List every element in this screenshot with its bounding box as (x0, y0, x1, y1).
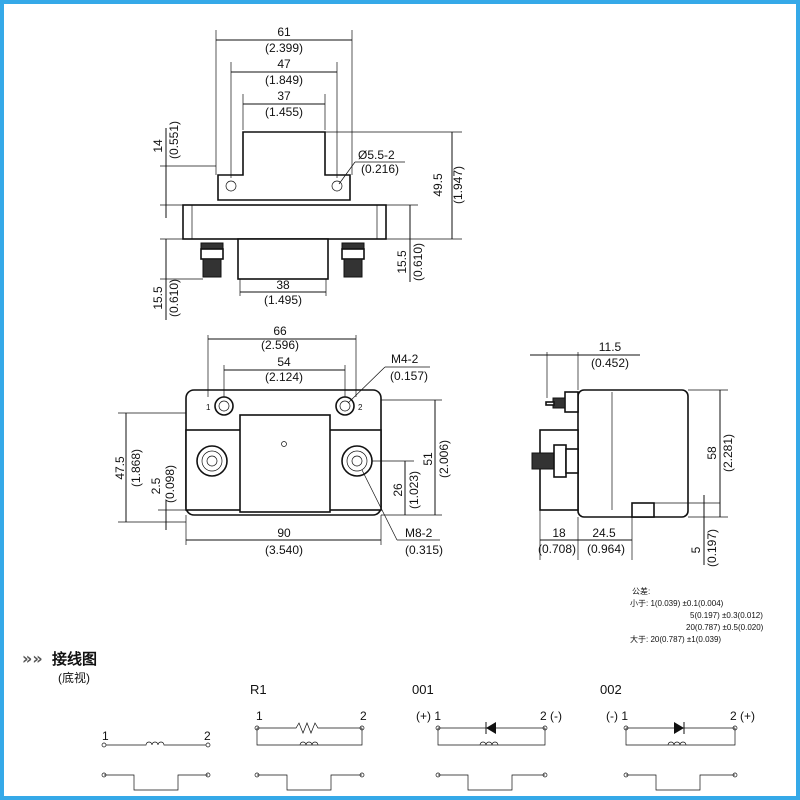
dim-18-in: (0.708) (538, 542, 576, 556)
dim-24-5-in: (0.964) (587, 542, 625, 556)
dim-66: 66 (273, 324, 287, 338)
dim-11-5: 11.5 (599, 340, 622, 354)
side-m8-nut (531, 452, 555, 470)
tolerance-row-4: 大于: 20(0.787) ±1(0.039) (630, 634, 721, 644)
dim-14: 14 (151, 139, 165, 153)
dim-49: 49.5 (431, 173, 445, 197)
wiring-arrow-icon: »» (22, 649, 43, 668)
mount-hole-left (225, 180, 237, 192)
v3-right-label: 2 (-) (540, 709, 562, 723)
dim-15-left-in: (0.610) (167, 279, 181, 317)
v2-left-label: 1 (256, 709, 263, 723)
dim-m8-in: (0.315) (405, 543, 443, 557)
dim-54: 54 (277, 355, 291, 369)
dim-15-right: 15.5 (395, 250, 409, 274)
terminal-bolt-right (341, 242, 365, 278)
dim-61-in: (2.399) (265, 41, 303, 55)
dim-15-right-in: (0.610) (411, 243, 425, 281)
v4-right-label: 2 (+) (730, 709, 755, 723)
terminal-bolt-left (200, 242, 224, 278)
v2-name: R1 (250, 682, 267, 697)
dim-24-5: 24.5 (592, 526, 616, 540)
v4-left-label: (-) 1 (606, 709, 628, 723)
dim-47: 47 (277, 57, 291, 71)
top-view: 61 (2.399) 47 (1.849) 37 (1.455) 14 (0.5… (151, 25, 465, 320)
dim-m4: M4-2 (391, 352, 419, 366)
side-housing (577, 389, 689, 518)
center-dot (281, 441, 287, 447)
dim-m4-in: (0.157) (390, 369, 428, 383)
dim-37: 37 (277, 89, 291, 103)
dim-49-in: (1.947) (451, 166, 465, 204)
wiring-title: 接线图 (52, 650, 97, 668)
dim-hole: Ø5.5-2 (358, 148, 395, 162)
tolerance-row-3: 20(0.787) ±0.5(0.020) (686, 623, 764, 632)
front-view: 1 2 66 (2.596) 54 (2.124) M4-2 (0.157) (113, 324, 451, 557)
wiring-variant-001: 001 (+) 1 2 (-) (412, 682, 562, 791)
dim-m8: M8-2 (405, 526, 433, 540)
dim-47-5-in: (1.868) (129, 449, 143, 487)
dim-2-5-in: (0.098) (163, 465, 177, 503)
mount-hole-right (331, 180, 343, 192)
dim-5: 5 (689, 546, 703, 553)
dim-51-in: (2.006) (437, 440, 451, 478)
dim-66-in: (2.596) (261, 338, 299, 352)
bottom-block (237, 238, 329, 280)
tolerance-title: 公差: (632, 586, 650, 596)
wiring-section: »» 接线图 (底视) 1 2 R1 1 2 001 (22, 649, 755, 791)
v1-left-label: 1 (102, 729, 109, 743)
tolerance-table: 公差: 小于: 1(0.039) ±0.1(0.004) 5(0.197) ±0… (630, 586, 764, 644)
v4-name: 002 (600, 682, 622, 697)
tolerance-row-2: 5(0.197) ±0.3(0.012) (690, 611, 763, 620)
dim-15-left: 15.5 (151, 286, 165, 310)
dim-38-in: (1.495) (264, 293, 302, 307)
dim-47-in: (1.849) (265, 73, 303, 87)
dim-14-in: (0.551) (167, 121, 181, 159)
top-base (182, 204, 387, 240)
dim-54-in: (2.124) (265, 370, 303, 384)
wiring-subtitle: (底视) (58, 670, 90, 685)
dim-51: 51 (421, 452, 435, 466)
m8-terminal-right (341, 445, 373, 477)
dim-47-5: 47.5 (113, 456, 127, 480)
dim-37-in: (1.455) (265, 105, 303, 119)
dim-38: 38 (276, 278, 290, 292)
m4-terminal-left (214, 396, 234, 416)
dim-61: 61 (277, 25, 291, 39)
dim-18: 18 (552, 526, 566, 540)
dim-58-in: (2.281) (721, 434, 735, 472)
wiring-variant-002: 002 (-) 1 2 (+) (600, 682, 755, 791)
terminal-2-label: 2 (358, 403, 363, 412)
tolerance-row-1: 小于: 1(0.039) ±0.1(0.004) (630, 599, 724, 608)
dim-26-in: (1.023) (407, 471, 421, 509)
dim-2-5: 2.5 (149, 477, 163, 494)
side-foot (631, 502, 655, 518)
dim-11-5-in: (0.452) (591, 356, 629, 370)
dim-5-in: (0.197) (705, 529, 719, 567)
v1-right-label: 2 (204, 729, 211, 743)
dim-58: 58 (705, 446, 719, 460)
wiring-variant-r1: R1 1 2 (250, 682, 367, 791)
side-view: 11.5 (0.452) 58 (2.281) 5 (0.197) 18 (0.… (530, 340, 735, 567)
terminal-1-label: 1 (206, 403, 211, 412)
side-m4-stud (564, 391, 579, 413)
front-core (239, 414, 331, 513)
dim-90-in: (3.540) (265, 543, 303, 557)
top-housing (217, 131, 351, 201)
dim-26: 26 (391, 483, 405, 497)
dim-hole-in: (0.216) (361, 162, 399, 176)
wiring-variant-coil: 1 2 (101, 729, 211, 791)
dim-90: 90 (277, 526, 291, 540)
v3-name: 001 (412, 682, 434, 697)
m8-terminal-left (196, 445, 228, 477)
v2-right-label: 2 (360, 709, 367, 723)
v3-left-label: (+) 1 (416, 709, 441, 723)
